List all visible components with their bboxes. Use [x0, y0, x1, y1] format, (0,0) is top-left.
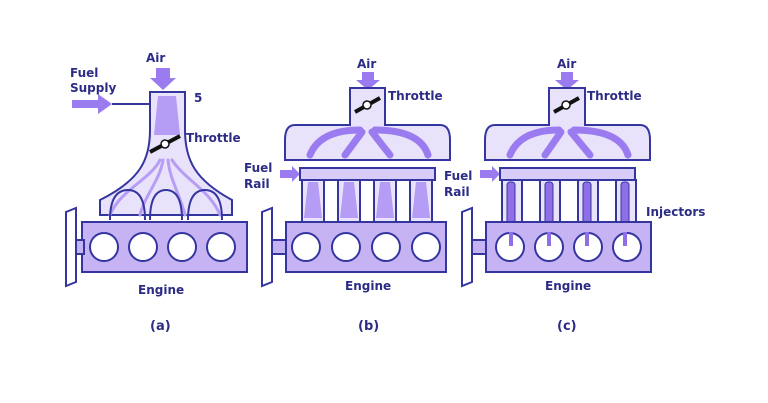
panel-a-marker: 5 — [194, 91, 202, 105]
panel-c-flow-3 — [567, 128, 594, 159]
panel-c-engine-label: Engine — [545, 279, 591, 293]
panel-b-air-arrow — [356, 72, 380, 90]
panel-a-cylinder-3 — [167, 232, 197, 262]
panel-a-throttle-pivot — [160, 139, 170, 149]
panel-c-rail-label-1: Fuel — [444, 169, 472, 183]
panel-a-carburetor-body — [99, 91, 233, 216]
panel-b-flow-4 — [371, 126, 432, 159]
panel-a-flow-1 — [108, 158, 162, 217]
panel-a-cylinder-2 — [128, 232, 158, 262]
panel-b-caption: (b) — [358, 319, 379, 334]
panel-c-caption: (c) — [557, 319, 577, 334]
panel-b-fuel-rail — [299, 167, 436, 181]
panel-b-flow-3 — [368, 128, 394, 159]
panel-b-rail-label-2: Rail — [244, 177, 270, 191]
panel-c-flow-2 — [541, 128, 565, 159]
panel-c-fuel-arrow — [480, 166, 500, 182]
panel-b-spray-4 — [412, 182, 430, 218]
panel-b-crank — [271, 239, 287, 255]
panel-b-rail-label-1: Fuel — [244, 161, 272, 175]
panel-b-plenum — [284, 87, 451, 161]
panel-b-cylinder-3 — [371, 232, 401, 262]
panel-a-runner-2 — [149, 188, 183, 221]
panel-a-flywheel — [65, 206, 77, 288]
panel-c-flow-4 — [570, 126, 632, 159]
panel-a-venturi-spray — [154, 96, 180, 135]
panel-c-air-label: Air — [557, 57, 576, 71]
panel-a-fuel-label-1: Fuel — [70, 66, 98, 80]
panel-b-cylinder-4 — [411, 232, 441, 262]
panel-b-spray-1 — [304, 182, 322, 218]
panel-a-runner-3 — [187, 188, 223, 221]
panel-c-crank — [471, 239, 487, 255]
panel-c-direct-injection: Air Throttle Fuel Rail Injectors Engine … — [444, 57, 705, 334]
panel-a-engine-label: Engine — [138, 283, 184, 297]
panel-c-throttle-pivot — [561, 100, 571, 110]
panel-a-caption: (a) — [150, 319, 171, 334]
panel-b-port-injection: Air Throttle Fuel Rail Engine (b) — [244, 57, 451, 334]
panel-b-cylinder-2 — [331, 232, 361, 262]
panel-a-runner-1 — [109, 188, 146, 221]
panel-a-flow-4 — [170, 158, 222, 217]
panel-b-fuel-arrow — [280, 166, 300, 182]
panel-b-cylinder-1 — [291, 232, 321, 262]
panel-c-flow-1 — [506, 126, 563, 159]
panel-b-engine-label: Engine — [345, 279, 391, 293]
panel-a-fuel-supply-arrow — [72, 94, 112, 114]
panel-a-cylinder-1 — [89, 232, 119, 262]
panel-b-flow-1 — [306, 126, 364, 159]
panel-a-air-arrow — [150, 68, 176, 90]
panel-c-air-arrow — [555, 72, 579, 90]
panel-b-spray-3 — [376, 182, 394, 218]
panel-c-injectors-label: Injectors — [646, 205, 705, 219]
panel-a-throttle-label: Throttle — [186, 131, 241, 145]
panel-b-flywheel — [261, 206, 273, 288]
panel-c-plenum — [484, 87, 651, 161]
panel-a-fuel-label-2: Supply — [70, 81, 116, 95]
panel-c-throttle-label: Throttle — [587, 89, 642, 103]
panel-a-flow-2 — [138, 158, 165, 217]
panel-c-flywheel — [461, 206, 473, 288]
panel-a-carburetor: Air Fuel Supply 5 Throttle Engine (a) — [65, 51, 248, 334]
panel-a-crank — [75, 239, 85, 255]
panel-c-rail-label-2: Rail — [444, 185, 470, 199]
panel-b-spray-2 — [340, 182, 358, 218]
panel-b-throttle-label: Throttle — [388, 89, 443, 103]
panel-b-flow-2 — [341, 128, 366, 159]
panel-a-cylinder-4 — [206, 232, 236, 262]
panel-b-air-label: Air — [357, 57, 376, 71]
panel-a-air-label: Air — [146, 51, 165, 65]
panel-c-fuel-rail — [499, 167, 636, 181]
panel-b-throttle-pivot — [362, 100, 372, 110]
panel-a-flow-3 — [166, 158, 187, 217]
